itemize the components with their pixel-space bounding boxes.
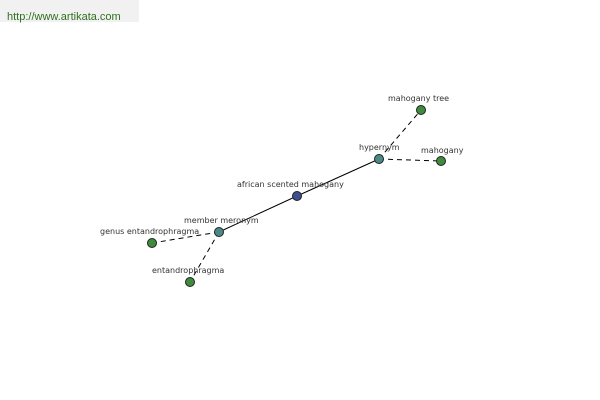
edge-african-scented-mahogany-to-hypernym (296, 158, 380, 197)
node-label-genus-entandrophragma[interactable]: genus entandrophragma (100, 227, 199, 236)
labels-layer: african scented mahogany hypernym member m… (100, 94, 464, 275)
node-label-mahogany[interactable]: mahogany (421, 146, 464, 155)
edge-member-meronym-to-entandrophragma (189, 231, 220, 283)
node-label-mahogany-tree[interactable]: mahogany tree (388, 94, 449, 103)
url-banner: http://www.artikata.com (0, 0, 139, 23)
nodes-layer (147, 105, 446, 287)
edges-layer (151, 109, 442, 283)
node-mahogany-tree[interactable] (416, 105, 426, 115)
node-member-meronym[interactable] (214, 227, 224, 237)
site-url-link[interactable]: http://www.artikata.com (7, 11, 121, 23)
node-label-african-scented-mahogany[interactable]: african scented mahogany (237, 180, 344, 189)
node-african-scented-mahogany[interactable] (292, 191, 302, 201)
edge-member-meronym-to-genus-entandrophragma (151, 231, 220, 244)
node-hypernym[interactable] (374, 154, 384, 164)
edge-hypernym-to-mahogany-tree (378, 109, 422, 160)
node-genus-entandrophragma[interactable] (147, 238, 157, 248)
node-label-member-meronym[interactable]: member meronym (184, 216, 259, 225)
node-label-hypernym[interactable]: hypernym (359, 143, 400, 152)
node-entandrophragma[interactable] (185, 277, 195, 287)
node-label-entandrophragma[interactable]: entandrophragma (152, 266, 224, 275)
node-mahogany[interactable] (436, 156, 446, 166)
edge-african-scented-mahogany-to-member-meronym (218, 195, 298, 233)
edge-hypernym-to-mahogany (378, 158, 442, 162)
